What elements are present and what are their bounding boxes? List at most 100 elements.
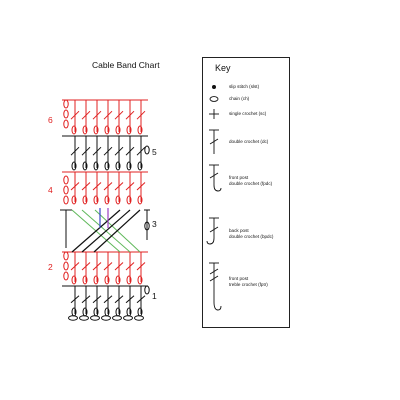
post-loop	[104, 195, 110, 205]
post-loop	[93, 161, 99, 171]
row-number-1: 1	[152, 291, 157, 301]
stitch-bar	[114, 182, 124, 191]
dot-icon	[212, 85, 216, 89]
fptr-icon	[209, 262, 222, 311]
cable-black	[93, 209, 141, 253]
turning-chain	[63, 185, 69, 195]
stitch-bar	[136, 262, 146, 271]
chain-stitch	[112, 315, 122, 321]
post-loop	[82, 307, 88, 317]
row-number-6: 6	[48, 115, 53, 125]
dc-icon	[209, 129, 219, 154]
chart-symbols	[60, 99, 150, 321]
post-loop	[137, 161, 143, 171]
turning-chain	[63, 99, 69, 109]
stitch-bar	[81, 110, 91, 120]
turning-chain	[63, 195, 69, 205]
key-label-fpdc: front post double crochet (fpdc)	[229, 175, 273, 186]
post-loop	[93, 195, 99, 205]
post-loop	[126, 195, 132, 205]
turning-chain	[144, 285, 150, 295]
post-loop	[126, 161, 132, 171]
post-loop	[115, 275, 121, 285]
stitch-bar	[125, 146, 135, 156]
stitch-bar	[70, 182, 80, 191]
stitch-bar	[70, 110, 80, 120]
turning-chain	[63, 119, 69, 129]
bpdc-icon	[206, 217, 219, 245]
stitch-bar	[81, 295, 91, 304]
post-loop	[137, 275, 143, 285]
cable-black	[71, 209, 121, 253]
stitch-bar	[136, 295, 146, 304]
post-loop	[93, 125, 99, 135]
key-label-dc: double crochet (dc)	[229, 139, 269, 144]
post-loop	[126, 307, 132, 317]
post-loop	[82, 125, 88, 135]
chart-title: Cable Band Chart	[92, 60, 160, 70]
post-loop	[104, 161, 110, 171]
stitch-bar	[81, 182, 91, 191]
stitch-bar	[92, 295, 102, 304]
stitch-bar	[103, 182, 113, 191]
stitch-bar	[114, 295, 124, 304]
stitch-bar	[125, 262, 135, 271]
stitch-bar	[125, 182, 135, 191]
turning-chain	[144, 145, 150, 155]
stitch-bar	[136, 110, 146, 120]
key-label-sc: single crochet (sc)	[229, 111, 267, 116]
turning-chain	[63, 261, 69, 271]
post-loop	[71, 161, 77, 171]
stitch-bar	[92, 110, 102, 120]
chain-stitch	[79, 315, 89, 321]
turning-chain	[63, 109, 69, 119]
post-loop	[82, 275, 88, 285]
post-loop	[71, 275, 77, 285]
key-panel: Key slip stitch (slst) chain (ch) single…	[202, 57, 290, 328]
stitch-bar	[114, 110, 124, 120]
oval-icon	[209, 96, 219, 102]
stitch-bar	[70, 146, 80, 156]
stitch-bar	[92, 146, 102, 156]
chain-stitch	[101, 315, 111, 321]
post-loop	[137, 307, 143, 317]
stitch-bar	[92, 182, 102, 191]
stitch-bar	[70, 295, 80, 304]
key-label-fptr: front post treble crochet (fptr)	[229, 276, 268, 287]
chain-stitch	[134, 315, 144, 321]
stitch-bar	[81, 146, 91, 156]
row-number-2: 2	[48, 262, 53, 272]
turning-chain	[63, 175, 69, 185]
row-number-5: 5	[152, 147, 157, 157]
key-label-bpdc: back post double crochet (bpdc)	[229, 228, 274, 239]
key-symbols	[206, 85, 222, 311]
post-loop	[82, 161, 88, 171]
chain-stitch	[68, 315, 78, 321]
stitch-bar	[114, 262, 124, 271]
stitch-bar	[125, 295, 135, 304]
post-loop	[71, 307, 77, 317]
stitch-bar	[70, 262, 80, 271]
stitch-bar	[92, 262, 102, 271]
post-loop	[115, 195, 121, 205]
key-label-slst: slip stitch (slst)	[229, 84, 260, 89]
cross-icon	[209, 109, 219, 119]
stitch-bar	[136, 146, 146, 156]
stitch-bar	[81, 262, 91, 271]
post-loop	[115, 307, 121, 317]
stitch-bar	[125, 110, 135, 120]
post-loop	[126, 125, 132, 135]
post-loop	[71, 125, 77, 135]
row-number-3: 3	[152, 219, 157, 229]
chain-stitch	[123, 315, 133, 321]
post-loop	[93, 275, 99, 285]
stitch-bar	[103, 295, 113, 304]
post-loop	[71, 195, 77, 205]
post-loop	[115, 161, 121, 171]
row-number-4: 4	[48, 185, 53, 195]
key-label-ch: chain (ch)	[229, 96, 250, 101]
post-loop	[82, 195, 88, 205]
post-loop	[126, 275, 132, 285]
post-loop	[137, 125, 143, 135]
